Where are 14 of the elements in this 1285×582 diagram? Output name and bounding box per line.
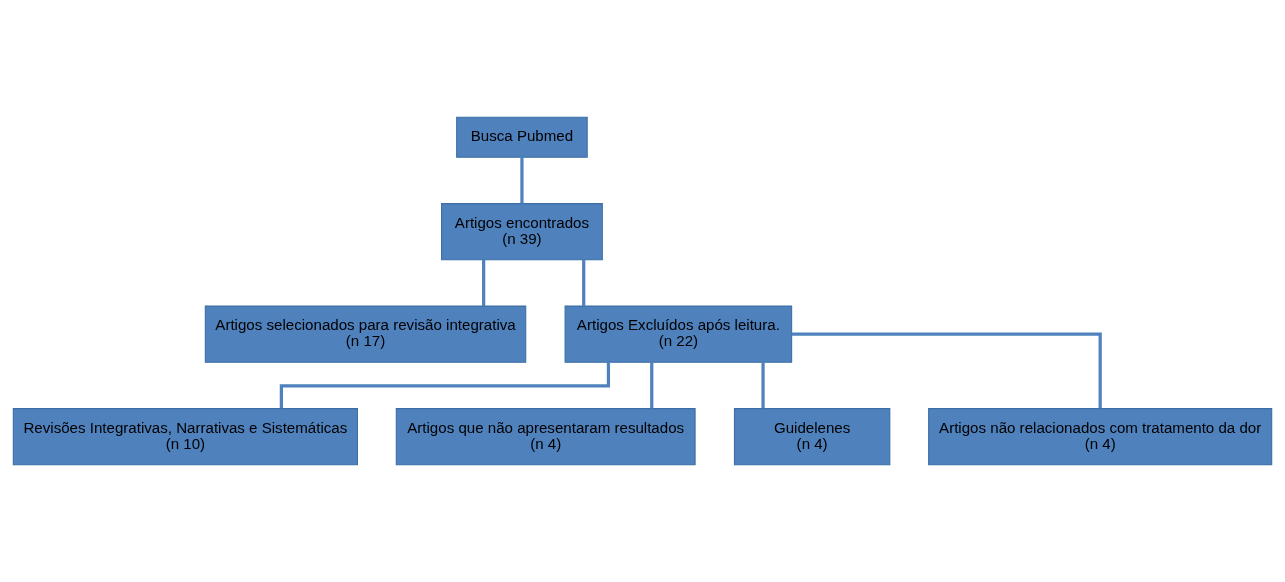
node-box: Artigos que não apresentaram resultados (n 4) xyxy=(395,408,696,466)
connector xyxy=(650,362,654,409)
connector xyxy=(520,157,524,204)
connector xyxy=(582,259,586,306)
connector xyxy=(761,362,765,409)
node-box: Artigos não relacionados com tratamento da dor (n 4) xyxy=(928,408,1273,466)
node-box: Revisões Integrativas, Narrativas e Sistemáticas (n 10) xyxy=(12,408,358,466)
node-box: Busca Pubmed xyxy=(456,116,588,158)
node-box: Artigos Excluídos após leitura. (n 22) xyxy=(564,305,793,363)
connector xyxy=(482,259,486,306)
node-box: Artigos encontrados (n 39) xyxy=(441,203,603,261)
node-box: Artigos selecionados para revisão integrativa (n 17) xyxy=(204,305,527,363)
node-box: Guidelenes (n 4) xyxy=(733,408,891,466)
connector xyxy=(791,332,1102,409)
